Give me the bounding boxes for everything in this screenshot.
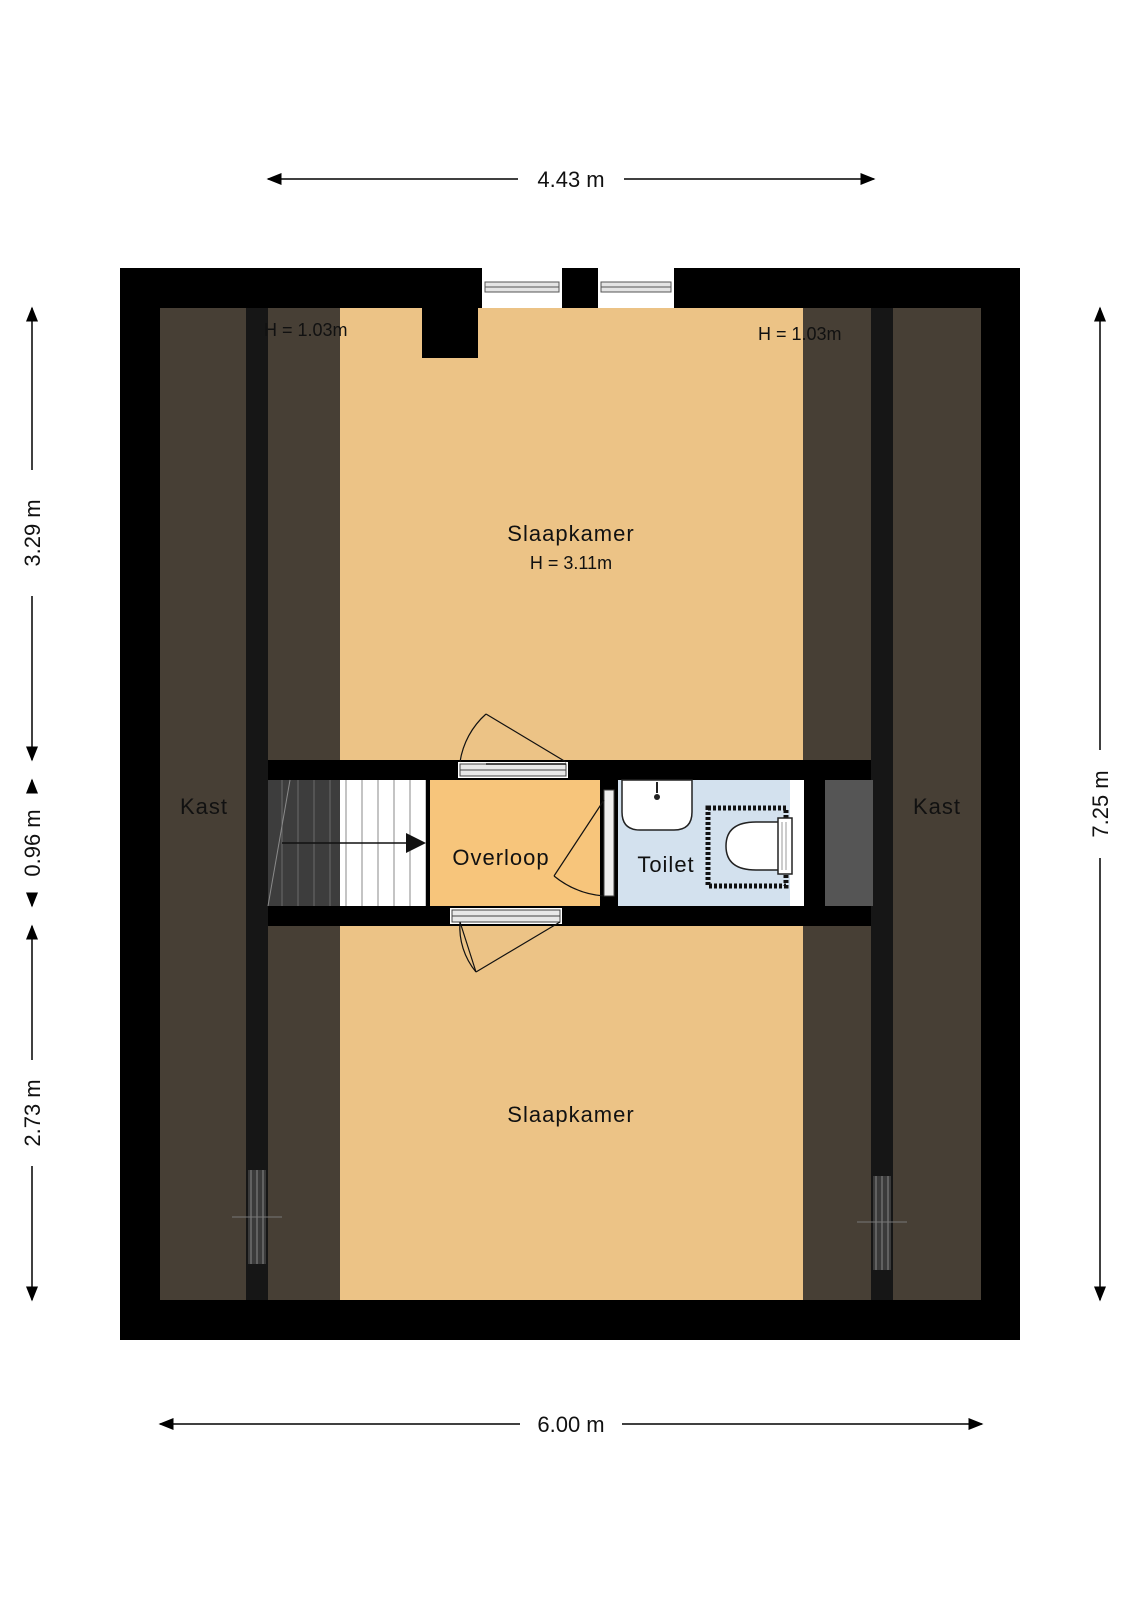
toilet-icon	[705, 805, 793, 889]
sink-icon	[621, 779, 693, 831]
dimension-left-lower-label: 2.73 m	[20, 1079, 45, 1146]
shaft-frame	[790, 780, 804, 906]
dimension-left-upper: 3.29 m	[20, 306, 45, 762]
label-closet-left: Kast	[180, 794, 228, 819]
door-top	[458, 713, 568, 778]
label-bedroom-top: Slaapkamer	[507, 521, 634, 546]
toilet-door-frame	[603, 789, 615, 897]
dimension-right: 7.25 m	[1088, 306, 1113, 1302]
label-height-left: H = 1.03m	[264, 320, 348, 340]
closet-right-slider	[857, 1176, 907, 1270]
closet-left-slider	[232, 1170, 282, 1264]
door-bottom	[450, 908, 562, 973]
label-landing: Overloop	[452, 845, 549, 870]
label-bedroom-bottom: Slaapkamer	[507, 1102, 634, 1127]
door-toilet	[553, 799, 605, 897]
dimension-left-lower: 2.73 m	[20, 924, 45, 1302]
dimension-left-middle-label: 0.96 m	[20, 809, 45, 876]
closet-left-wall	[246, 308, 268, 1300]
dimension-right-label: 7.25 m	[1088, 770, 1113, 837]
label-bedroom-top-height: H = 3.11m	[530, 553, 612, 573]
dimension-left-middle: 0.96 m	[20, 778, 45, 908]
dimension-bottom: 6.00 m	[158, 1412, 984, 1437]
shaft	[825, 780, 873, 906]
stairs	[267, 779, 430, 907]
chimney	[422, 300, 478, 358]
top-windows	[482, 268, 674, 308]
dimension-bottom-label: 6.00 m	[537, 1412, 604, 1437]
label-closet-right: Kast	[913, 794, 961, 819]
label-height-right: H = 1.03m	[758, 324, 842, 344]
landing-divider	[426, 780, 430, 906]
dimension-top-label: 4.43 m	[537, 167, 604, 192]
dimension-top: 4.43 m	[266, 167, 876, 192]
label-toilet: Toilet	[637, 852, 694, 877]
landing	[430, 780, 600, 906]
closet-right-wall	[871, 308, 893, 1300]
dimension-left-upper-label: 3.29 m	[20, 499, 45, 566]
bedroom-top	[340, 308, 803, 760]
bedroom-bottom	[340, 926, 803, 1300]
